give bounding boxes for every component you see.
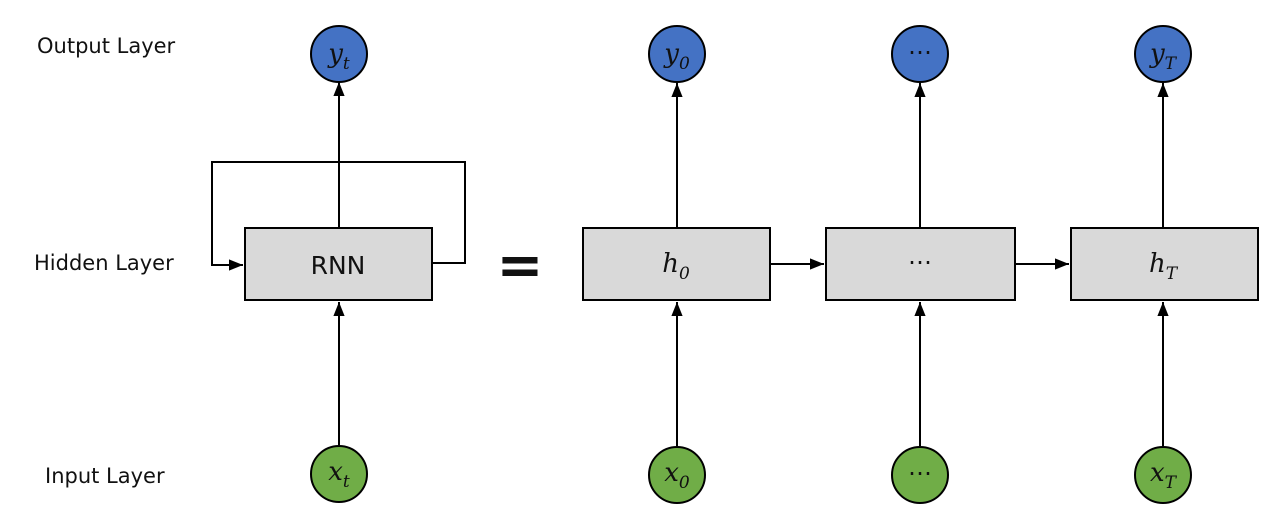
unfolded-rnn: h0 y0 x0 ⋯ ⋯ ⋯ hT yT xT (582, 25, 1259, 504)
output-node-0 (648, 25, 706, 83)
output-node-1-label: ⋯ (908, 38, 932, 66)
input-node-0 (648, 446, 706, 504)
input-node-2-label: xT (1150, 458, 1178, 493)
hidden-box-2-label: hT (1149, 249, 1179, 284)
hidden-layer-label: Hidden Layer (34, 251, 174, 275)
output-node-0-label: y0 (663, 39, 690, 74)
timestep-T: hT yT xT (1070, 25, 1259, 504)
folded-rnn: RNN yt xt (211, 25, 466, 503)
rnn-label: RNN (311, 251, 366, 280)
input-node-0-label: x0 (664, 458, 690, 493)
output-layer-label: Output Layer (37, 34, 176, 58)
input-node-xt (310, 445, 368, 503)
hidden-box-2 (1070, 227, 1259, 301)
hidden-box-1-label: ⋯ (908, 248, 932, 276)
input-node-xt-label: xt (328, 457, 350, 492)
rnn-box (244, 227, 433, 301)
hidden-box-0 (582, 227, 771, 301)
output-node-2-label: yT (1149, 39, 1178, 74)
timestep-0: h0 y0 x0 (582, 25, 771, 504)
input-layer-label: Input Layer (45, 464, 165, 488)
hidden-box-1 (825, 227, 1016, 301)
equals-sign: = (497, 233, 544, 298)
input-node-1 (891, 446, 949, 504)
output-node-2 (1134, 25, 1192, 83)
input-node-1-label: ⋯ (908, 459, 932, 487)
timestep-ellipsis: ⋯ ⋯ ⋯ (825, 25, 1016, 504)
input-node-2 (1134, 446, 1192, 504)
output-node-yt (310, 25, 368, 83)
hidden-box-0-label: h0 (662, 249, 690, 284)
output-node-yt-label: yt (327, 39, 350, 74)
output-node-1 (891, 25, 949, 83)
